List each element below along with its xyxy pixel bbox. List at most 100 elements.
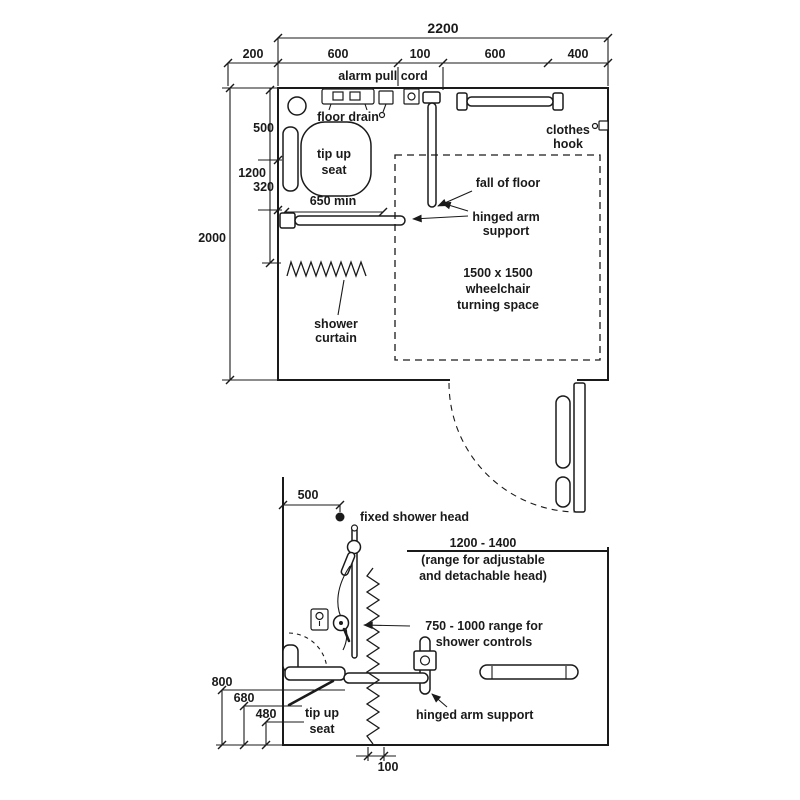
elevation-walls (282, 477, 609, 746)
unit-foot (328, 103, 332, 111)
handset-head (346, 539, 362, 555)
unit-detail (332, 91, 344, 101)
hinged-arm-support-label: hinged arm (472, 210, 539, 224)
control-lever (342, 627, 351, 643)
dim-label-480: 480 (256, 707, 277, 721)
turning-space: 1500 x 1500 wheelchair turning space (394, 154, 601, 361)
clothes-hook-label: clothes (546, 123, 590, 137)
dim-tick (378, 207, 388, 217)
dim-label-500: 500 (253, 121, 274, 135)
dim-overall-width: 2200 (273, 20, 613, 86)
dim-tick (273, 205, 283, 215)
dim-tick (265, 258, 275, 268)
unit-foot (364, 103, 368, 111)
clothes-hook-symbol (598, 120, 609, 131)
hinged-arm-support-vertical-plan (422, 91, 441, 208)
clothes-hook: clothes hook (546, 120, 609, 151)
unit-detail (349, 91, 361, 101)
dim-tick (393, 58, 403, 68)
shower-controls (310, 608, 351, 643)
riser-rail-cap (350, 524, 359, 532)
dim-label-2200: 2200 (427, 20, 458, 36)
arm-pivot (419, 655, 431, 666)
seat-pan (300, 121, 372, 197)
cord-pull (378, 111, 386, 119)
dim-tick (273, 33, 283, 43)
dim-tick (603, 58, 613, 68)
dim-label-600a: 600 (328, 47, 349, 61)
dim-tick (223, 58, 233, 68)
arm-bar (294, 215, 406, 226)
fall-of-floor-label: fall of floor (476, 176, 541, 190)
arm-wall-plate (422, 91, 441, 104)
head-range-annotation: 1200 - 1400 (range for adjustable and de… (419, 536, 547, 583)
tip-up-seat-label: seat (321, 163, 347, 177)
dim-tick (261, 717, 271, 727)
switch-dot (407, 92, 416, 101)
dim-650-min: 650 min (280, 194, 388, 217)
rail-bar (479, 664, 579, 680)
dim-tick (225, 83, 235, 93)
dim-curtain-gap: 100 (356, 747, 398, 774)
dim-head-offset: 500 (278, 488, 345, 512)
dim-label-2000: 2000 (198, 231, 226, 245)
seat-surface (284, 666, 346, 681)
head-range-label: (range for adjustable (421, 553, 545, 567)
dim-label-650-min: 650 min (310, 194, 357, 208)
dim-height-800: 800 (212, 675, 345, 750)
door-pull-rail (555, 395, 571, 469)
head-range-label: 1200 - 1400 (450, 536, 517, 550)
switch-box (403, 88, 420, 105)
grab-rail-elevation (479, 664, 579, 680)
dim-label-200: 200 (243, 47, 264, 61)
floor-drain-symbol (287, 96, 307, 116)
turning-space-outline (394, 154, 601, 361)
shower-curtain-label: curtain (315, 331, 357, 345)
tip-up-seat-elevation: tip up seat (282, 644, 346, 736)
head-range-label: and detachable head) (419, 569, 547, 583)
handset-handle (340, 551, 356, 576)
shower-curtain-zigzag (365, 567, 381, 745)
dim-tick (363, 751, 373, 761)
door (448, 382, 586, 513)
tip-up-seat-plan: tip up seat (282, 121, 372, 197)
rail-bar (466, 96, 554, 107)
dim-top-row: 200 600 100 600 400 (223, 47, 613, 90)
dim-tick (273, 58, 283, 68)
dim-tick (239, 740, 249, 750)
shower-curtain-plan: shower curtain (286, 259, 367, 345)
fall-of-floor: fall of floor (437, 176, 541, 207)
dim-label-100: 100 (410, 47, 431, 61)
door-handle (555, 476, 571, 508)
control-dial-center (339, 621, 343, 625)
dim-label-680: 680 (234, 691, 255, 705)
elevation-view: 500 fixed shower head (212, 477, 609, 774)
door-swing-arc (448, 382, 579, 513)
shower-curtain-label: shower (314, 317, 358, 331)
tip-up-seat-label: tip up (305, 706, 339, 720)
tip-up-seat-label: tip up (317, 147, 351, 161)
dim-tick (225, 375, 235, 385)
shower-riser-rail (337, 524, 362, 659)
dim-tick (379, 751, 389, 761)
dim-left-column: 500 320 1200 2000 (198, 83, 283, 385)
dim-tick (217, 685, 227, 695)
fixed-shower-head-label: fixed shower head (360, 510, 469, 524)
dim-label-320: 320 (253, 180, 274, 194)
alarm-box (378, 90, 394, 105)
controls-range-label: shower controls (436, 635, 533, 649)
callout-arrow (441, 201, 469, 212)
controls-range-annotation: 750 - 1000 range for shower controls (363, 619, 543, 649)
callout-arrow (412, 214, 469, 223)
dim-tick (261, 740, 271, 750)
dim-height-480: 480 (256, 707, 304, 750)
dim-tick (265, 85, 275, 95)
floor-drain-label: floor drain (317, 110, 379, 124)
door-leaf (573, 382, 586, 513)
control-box-dot (315, 611, 324, 621)
curtain-leader (337, 279, 345, 316)
turning-space-label: wheelchair (465, 282, 531, 296)
alarm-pull-cord-unit (378, 90, 394, 119)
callout-arrow (431, 693, 448, 708)
